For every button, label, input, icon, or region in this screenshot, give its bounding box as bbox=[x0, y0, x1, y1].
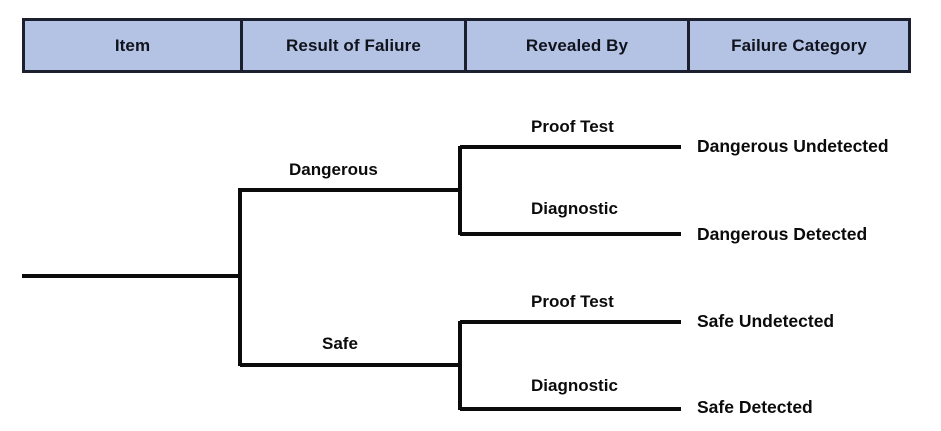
header-cell-failure-category: Failure Category bbox=[687, 21, 908, 70]
failure-category-dangerous-undetected: Dangerous Undetected bbox=[697, 136, 889, 156]
failure-category-dangerous-detected: Dangerous Detected bbox=[697, 224, 868, 244]
header-cell-item: Item bbox=[25, 21, 240, 70]
header-cell-revealed-by: Revealed By bbox=[464, 21, 687, 70]
branch-label-dangerous: Dangerous bbox=[289, 160, 378, 179]
failure-category-safe-undetected: Safe Undetected bbox=[697, 311, 835, 331]
header-cell-result-of-failure: Result of Faliure bbox=[240, 21, 464, 70]
revealed-by-label-safe-diagnostic: Diagnostic bbox=[531, 376, 618, 395]
revealed-by-label-dangerous-diagnostic: Diagnostic bbox=[531, 199, 618, 218]
failure-classification-header-table: Item Result of Faliure Revealed By Failu… bbox=[22, 18, 911, 73]
revealed-by-label-safe-proof-test: Proof Test bbox=[531, 292, 614, 311]
branch-label-safe: Safe bbox=[322, 334, 358, 353]
failure-category-safe-detected: Safe Detected bbox=[697, 397, 813, 417]
revealed-by-label-dangerous-proof-test: Proof Test bbox=[531, 117, 614, 136]
